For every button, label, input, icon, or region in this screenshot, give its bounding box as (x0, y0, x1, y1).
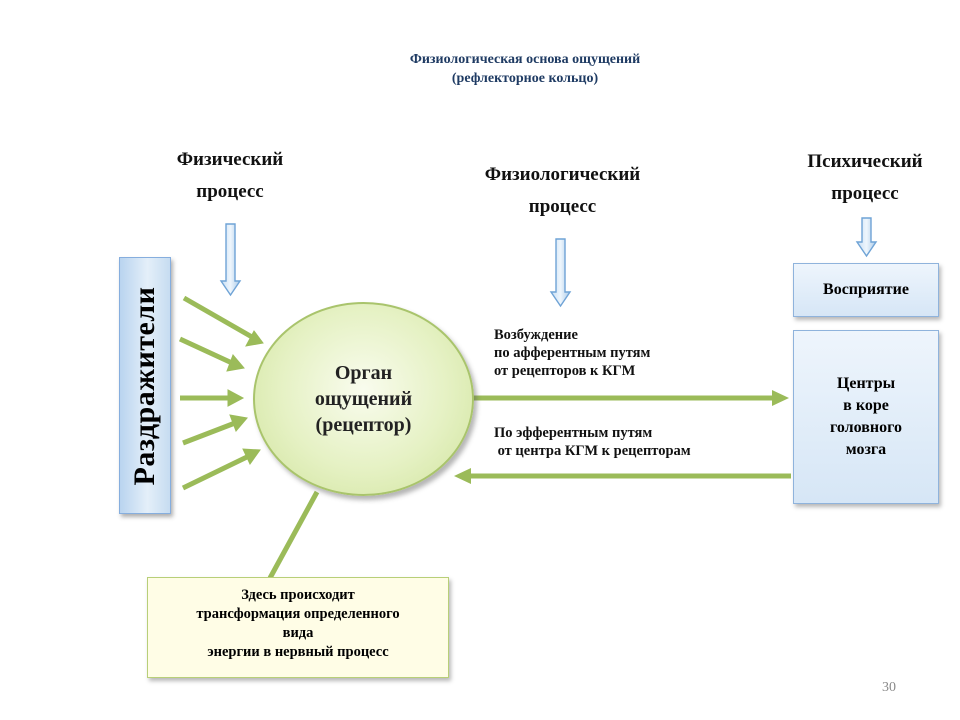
brain-centers-text: Центры в коре головного мозга (794, 373, 938, 461)
title-line-1: Физиологическая основа ощущений (409, 52, 641, 67)
organ-line-1: Орган (334, 362, 393, 384)
centers-line-2: в коре (843, 397, 889, 414)
heading-physiological-line-1: Физиологический (484, 164, 641, 185)
centers-line-3: головного (830, 419, 902, 436)
transformation-line-1: Здесь происходит (241, 587, 355, 603)
efferent-arrow-head (454, 468, 471, 484)
sense-organ-ellipse: Орган ощущений (рецептор) (253, 302, 474, 496)
afferent-line-1: Возбуждение (494, 327, 578, 343)
transformation-note-box: Здесь происходит трансформация определен… (147, 577, 449, 678)
down-arrow-psychic (855, 217, 878, 258)
sense-organ-text: Орган ощущений (рецептор) (315, 360, 412, 438)
stimulus-arrow-4 (182, 420, 236, 446)
afferent-label: Возбуждение по афферентным путям от реце… (494, 326, 650, 380)
centers-line-4: мозга (845, 441, 887, 458)
perception-box: Восприятие (793, 263, 939, 317)
transformation-line-3: вида (282, 625, 314, 641)
efferent-line-1: По эфферентным путям (494, 425, 653, 441)
transformation-line-2: трансформация определенного (196, 606, 400, 622)
heading-psychic-line-1: Психический (807, 151, 923, 172)
heading-psychic-line-2: процесс (831, 183, 899, 204)
transformation-text: Здесь происходит трансформация определен… (148, 578, 448, 662)
stimulus-arrow-1 (182, 295, 254, 340)
transformation-line-4: энергии в нервный процесс (207, 644, 389, 660)
stimulus-arrow-3-head (227, 389, 245, 407)
stimulus-arrow-5 (181, 453, 251, 491)
page-number: 30 (882, 680, 896, 695)
stimulus-arrow-2 (178, 336, 234, 366)
efferent-line-2: от центра КГМ к рецепторам (494, 443, 691, 459)
afferent-line-3: от рецепторов к КГМ (494, 363, 636, 379)
stimulus-arrow-4-head (229, 414, 248, 432)
afferent-arrow-head (772, 390, 789, 406)
perception-label: Восприятие (823, 281, 909, 298)
organ-line-2: ощущений (314, 388, 413, 410)
brain-centers-box: Центры в коре головного мозга (793, 330, 939, 504)
stimuli-label: Раздражители (128, 286, 161, 485)
efferent-label: По эфферентным путям от центра КГМ к рец… (494, 424, 691, 460)
down-arrow-physical (219, 223, 242, 297)
title-line-2: (рефлекторное кольцо) (451, 71, 599, 86)
organ-line-3: (рецептор) (315, 414, 412, 436)
stimulus-arrow-2-head (226, 354, 245, 372)
slide-title: Физиологическая основа ощущений (рефлект… (330, 50, 720, 88)
stimuli-box: Раздражители (119, 257, 171, 514)
transformation-connector (267, 490, 320, 580)
afferent-line-2: по афферентным путям (494, 345, 651, 361)
stimulus-arrow-1-head (245, 330, 264, 347)
heading-physiological-line-2: процесс (528, 196, 597, 217)
stimulus-arrow-5-head (242, 448, 261, 465)
centers-line-1: Центры (836, 375, 896, 392)
heading-physiological-process: Физиологический процесс (455, 159, 670, 223)
heading-physical-line-1: Физический (176, 149, 284, 170)
heading-physical-line-2: процесс (196, 181, 264, 202)
heading-psychic-process: Психический процесс (785, 146, 945, 210)
down-arrow-physiological (549, 238, 572, 308)
heading-physical-process: Физический процесс (145, 144, 315, 208)
